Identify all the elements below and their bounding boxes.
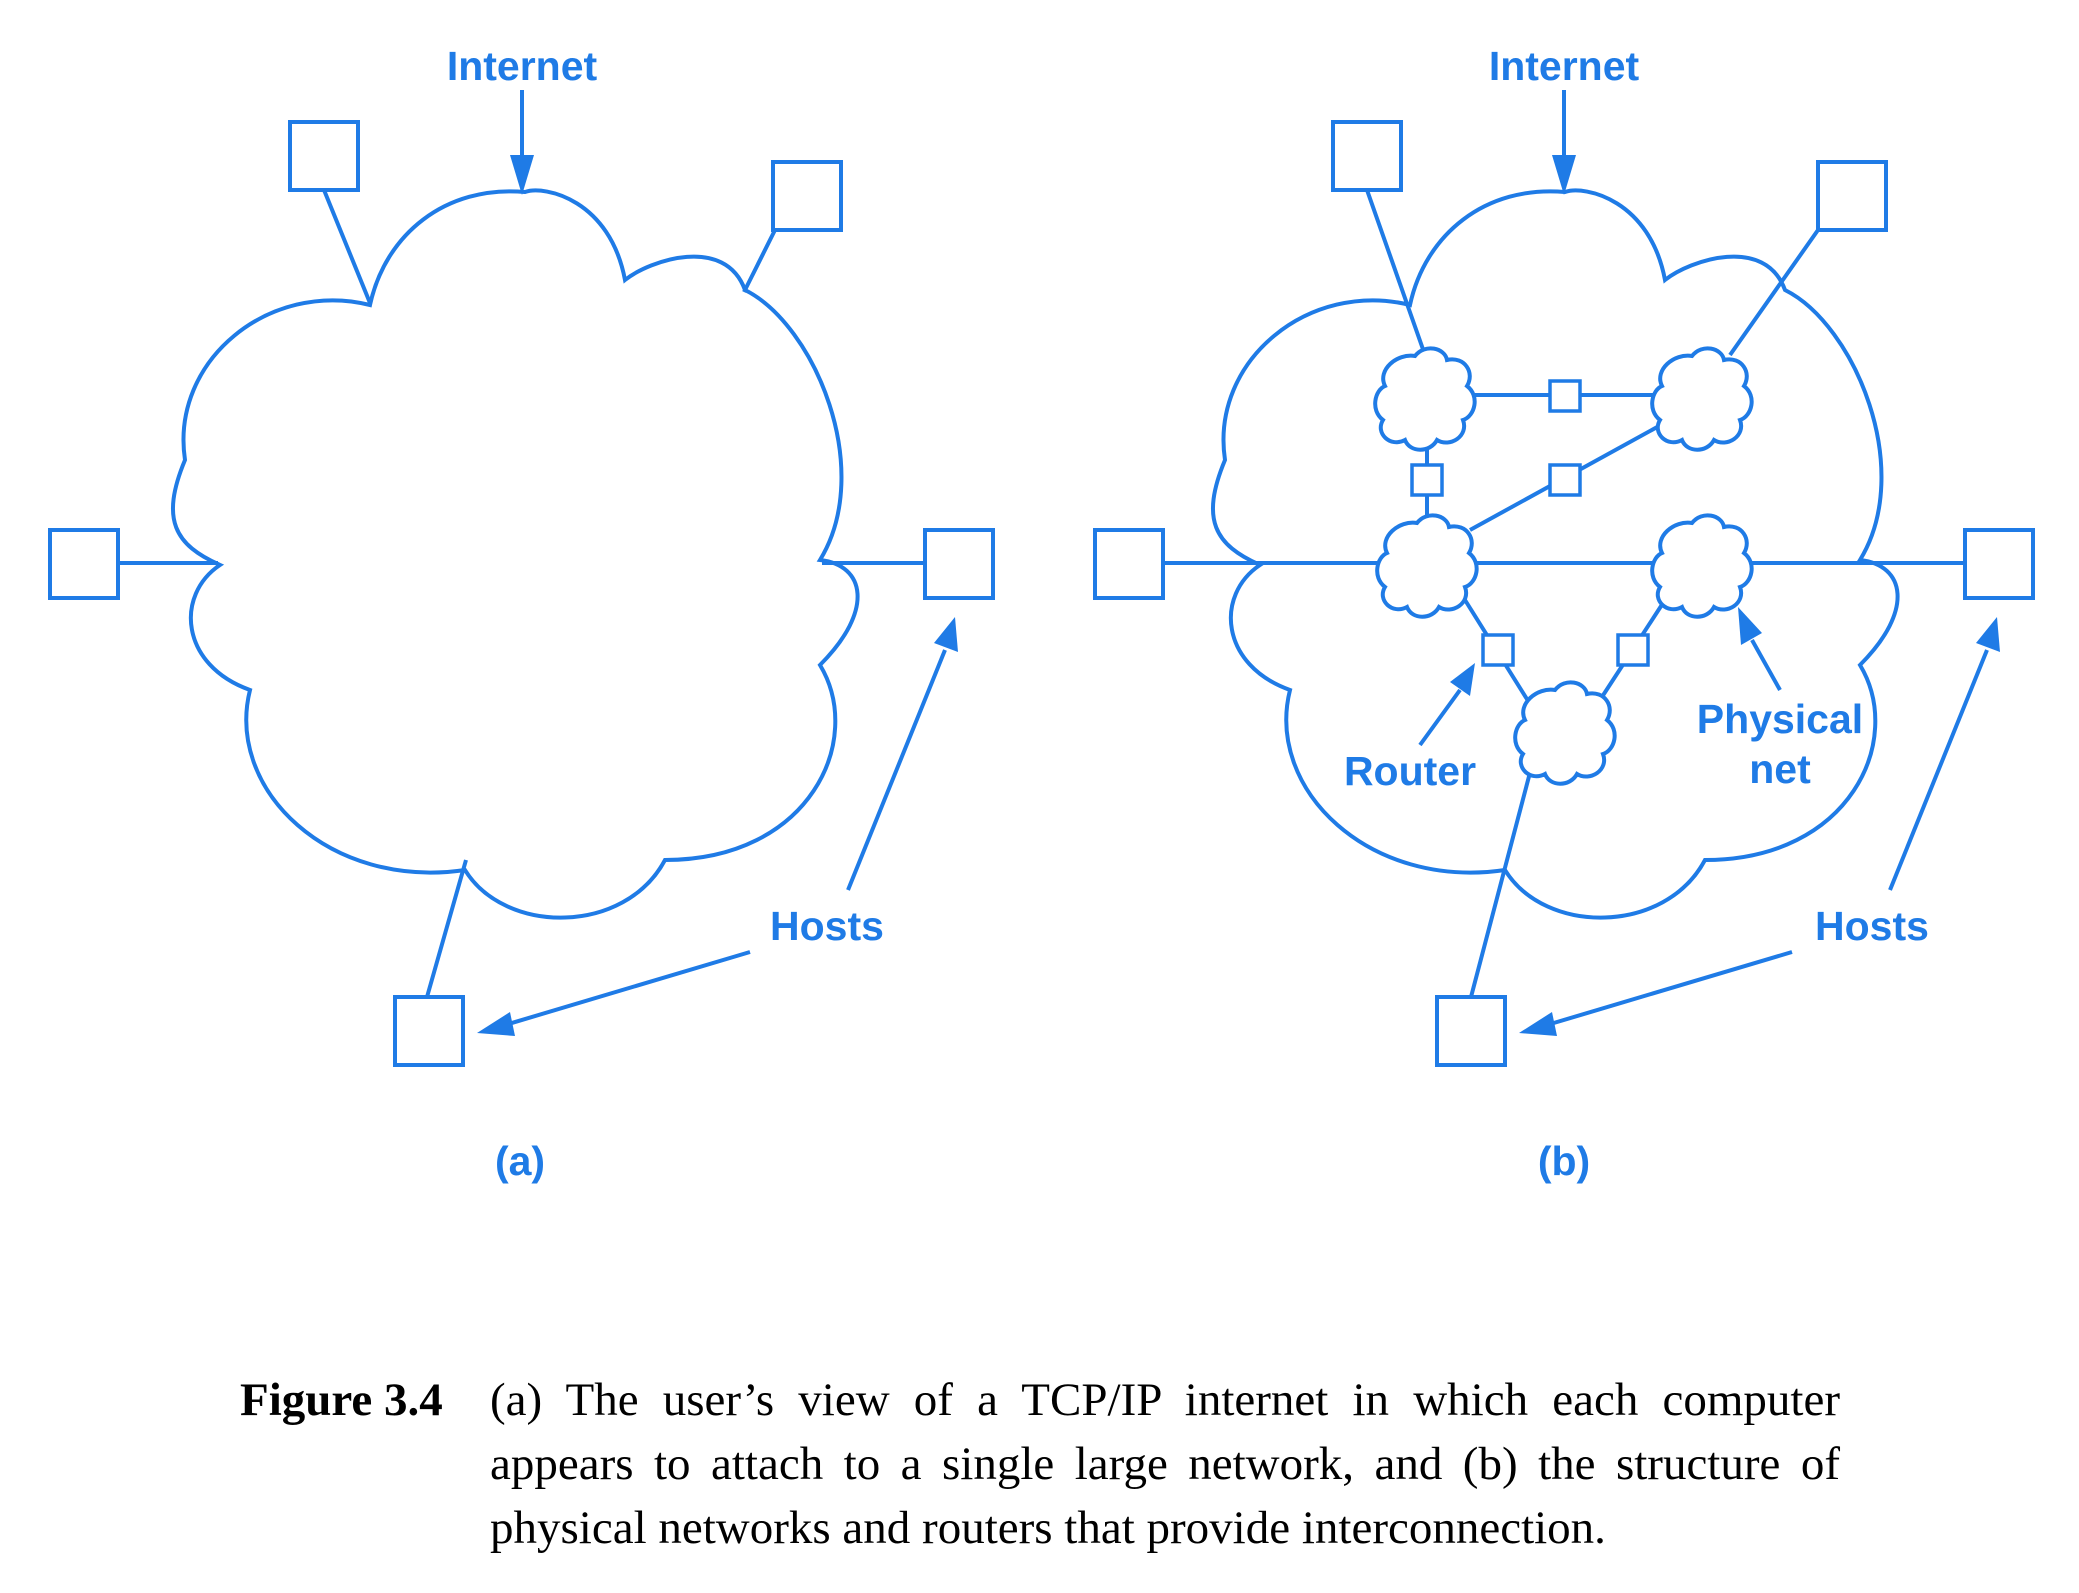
host-box: [771, 160, 843, 232]
panel-label-a: (a): [495, 1138, 545, 1184]
host-box: [1963, 528, 2035, 600]
physical-net-label: Physical: [1697, 696, 1863, 742]
panel-b: Internet Router P: [1093, 43, 2035, 1184]
host-box: [393, 995, 465, 1067]
router-cloud: [1650, 513, 1754, 619]
hosts-label: Hosts: [1815, 903, 1929, 949]
physical-net-box: [1481, 633, 1515, 667]
physical-net-box: [1410, 463, 1444, 497]
host-box: [1331, 120, 1403, 192]
router-cloud: [1513, 680, 1617, 786]
router-cloud: [1650, 346, 1754, 452]
internet-cloud: [1210, 188, 1900, 920]
physical-net-box: [1616, 633, 1650, 667]
panel-a: Internet Hosts (a): [48, 43, 995, 1184]
host-box: [48, 528, 120, 600]
router-cloud: [1373, 346, 1477, 452]
host-box: [288, 120, 360, 192]
host-box: [1093, 528, 1165, 600]
internet-label: Internet: [447, 43, 598, 89]
router-label: Router: [1344, 748, 1476, 794]
panel-label-b: (b): [1538, 1138, 1590, 1184]
internet-cloud: [170, 188, 860, 920]
physical-net-box: [1548, 463, 1582, 497]
physical-net-label-line2: net: [1749, 746, 1811, 792]
physical-net-box: [1548, 379, 1582, 413]
router-cloud: [1375, 513, 1479, 619]
hosts-label: Hosts: [770, 903, 884, 949]
host-box: [1435, 995, 1507, 1067]
figure-number: Figure 3.4: [240, 1374, 443, 1426]
caption-text: (a) The user’s view of a TCP/IP internet…: [490, 1374, 1840, 1554]
host-box: [923, 528, 995, 600]
internet-label: Internet: [1489, 43, 1640, 89]
host-box: [1816, 160, 1888, 232]
